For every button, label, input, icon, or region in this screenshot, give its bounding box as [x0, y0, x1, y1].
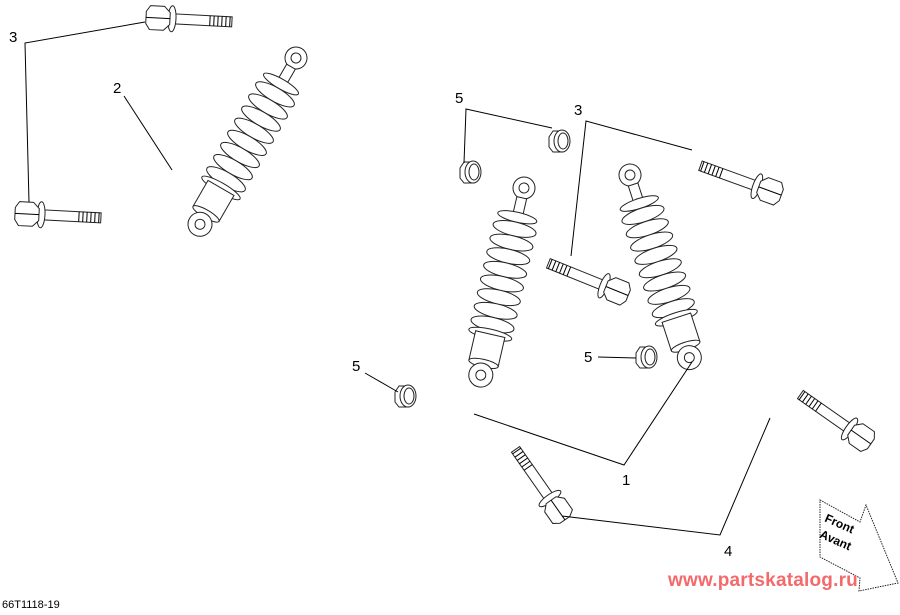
front-shock-absorber-left	[456, 171, 549, 393]
callout-4: 4	[724, 543, 733, 560]
callout-3-right: 3	[574, 102, 583, 119]
bolt-lower-center	[504, 441, 577, 528]
callout-1: 1	[622, 472, 631, 489]
callout-3-left: 3	[9, 29, 18, 46]
nut-right	[635, 345, 658, 369]
front-direction-arrow	[819, 499, 899, 592]
rear-shock-absorber	[174, 36, 322, 247]
bolt-center	[543, 250, 634, 309]
bolt-left	[13, 199, 103, 232]
leader-lines	[24, 21, 771, 536]
bolt-lower-right	[792, 383, 879, 456]
bolt-top-left	[144, 3, 234, 36]
nut-top-b	[459, 160, 482, 184]
nut-top-a	[548, 129, 571, 153]
drawing-code: 66T1118-19	[2, 599, 60, 611]
watermark-link: www.partskatalog.ru	[668, 570, 858, 591]
nut-left	[394, 384, 417, 408]
callout-5-right: 5	[584, 349, 593, 366]
callout-2: 2	[113, 80, 122, 97]
callout-5-left: 5	[352, 358, 361, 375]
bolt-right-upper	[695, 152, 787, 208]
callout-5-top: 5	[455, 90, 464, 107]
front-shock-absorber-right	[605, 157, 715, 377]
